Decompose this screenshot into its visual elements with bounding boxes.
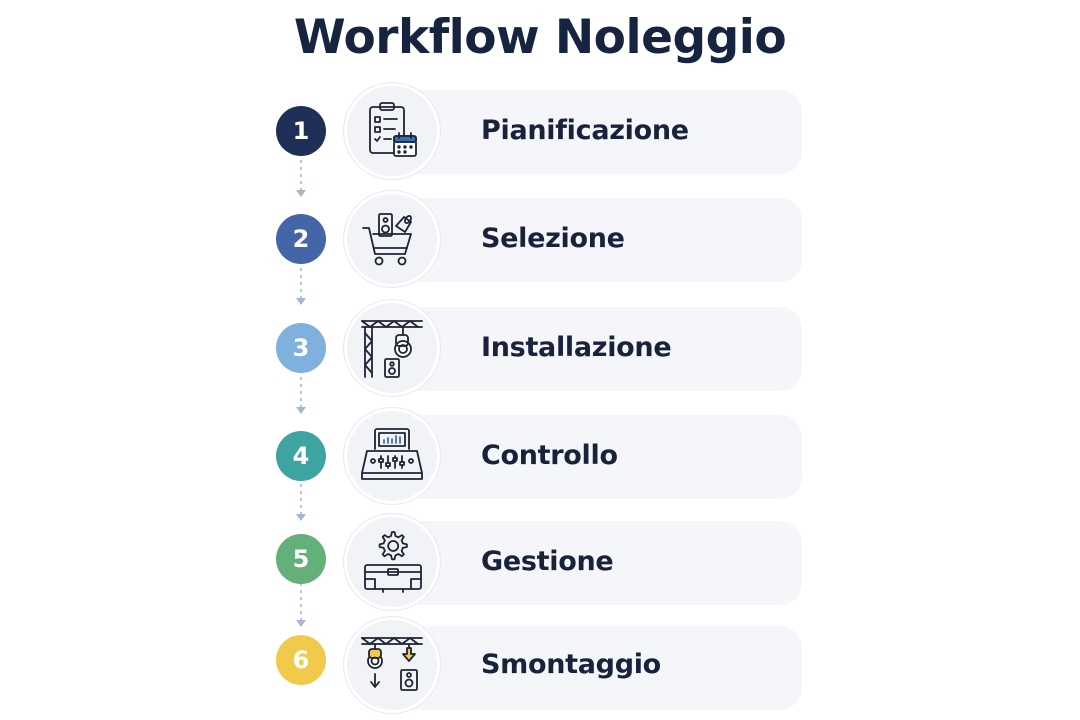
step-label: Controllo — [481, 440, 618, 471]
step-label: Gestione — [481, 546, 614, 577]
step-card — [392, 307, 802, 391]
step-2: 2 Selezione — [0, 189, 1080, 289]
truss-light-speaker-icon — [344, 300, 440, 396]
connector-arrow — [296, 150, 306, 200]
step-label: Selezione — [481, 223, 625, 254]
connector-arrow — [296, 474, 306, 524]
step-number-badge: 6 — [276, 635, 326, 685]
connector-arrow — [296, 580, 306, 630]
dismantle-truss-icon — [344, 617, 440, 713]
step-number-badge: 2 — [276, 214, 326, 264]
step-number-badge: 5 — [276, 534, 326, 584]
step-3: 3 Installazione — [0, 298, 1080, 398]
step-number-badge: 1 — [276, 106, 326, 156]
connector-arrow — [296, 367, 306, 417]
gear-flightcase-icon — [344, 514, 440, 610]
step-card — [392, 198, 802, 282]
step-label: Pianificazione — [481, 115, 689, 146]
step-card — [392, 415, 802, 499]
clipboard-calendar-icon — [344, 83, 440, 179]
step-1: 1 Pianificazione — [0, 81, 1080, 181]
cart-speaker-icon — [344, 191, 440, 287]
diagram-title: Workflow Noleggio — [293, 10, 787, 65]
step-card — [392, 521, 802, 605]
step-5: 5 Gestione — [0, 512, 1080, 612]
step-number-badge: 3 — [276, 323, 326, 373]
step-label: Smontaggio — [481, 649, 661, 680]
step-card — [392, 90, 802, 174]
step-number-badge: 4 — [276, 431, 326, 481]
connector-arrow — [296, 258, 306, 308]
step-6: 6 Smontaggio — [0, 617, 1080, 717]
step-label: Installazione — [481, 332, 672, 363]
step-card — [392, 626, 802, 710]
mixing-console-icon — [344, 408, 440, 504]
step-4: 4 Controllo — [0, 406, 1080, 506]
